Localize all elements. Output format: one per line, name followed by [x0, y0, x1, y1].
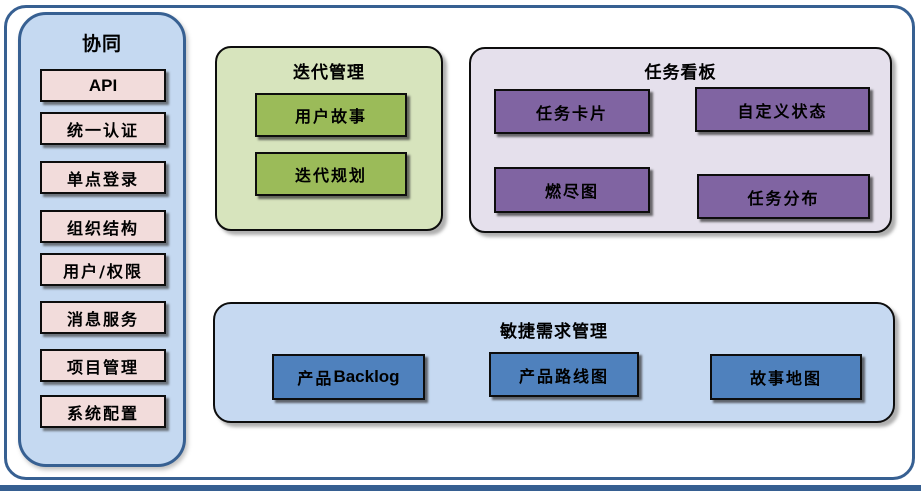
agile-requirements-title: 敏捷需求管理 [500, 322, 608, 341]
box-unified-auth-label: 统一认证 [66, 120, 139, 140]
box-task-card-label: 任务卡片 [535, 103, 608, 123]
box-custom-status-label: 自定义状态 [737, 101, 828, 121]
box-system-config-label: 系统配置 [66, 403, 139, 423]
box-org-structure: 组织结构 [40, 210, 166, 243]
box-custom-status: 自定义状态 [695, 87, 870, 132]
box-story-map-label: 故事地图 [749, 369, 822, 388]
box-project-management: 项目管理 [40, 349, 166, 382]
box-message-service: 消息服务 [40, 301, 166, 334]
box-task-card: 任务卡片 [494, 89, 650, 134]
box-single-sign-on: 单点登录 [40, 161, 166, 194]
slide-frame [4, 5, 915, 480]
box-burndown-chart-label: 燃尽图 [544, 182, 599, 201]
iteration-management-panel: 迭代管理 用户故事 迭代规划 [215, 46, 443, 231]
box-user-story-label: 用户故事 [294, 107, 367, 126]
box-burndown-chart: 燃尽图 [494, 167, 650, 213]
box-story-map: 故事地图 [710, 354, 862, 400]
iteration-management-title: 迭代管理 [293, 63, 365, 82]
box-product-backlog-label-latin: Backlog [333, 367, 400, 386]
box-single-sign-on-label: 单点登录 [66, 169, 139, 189]
collaboration-panel: 协同 API 统一认证 单点登录 组织结构 用户/权限 消息服务 项目管理 系统… [18, 12, 186, 467]
box-task-distribution: 任务分布 [697, 174, 870, 219]
box-org-structure-label: 组织结构 [66, 218, 139, 238]
box-product-backlog-label-cjk: 产品 [297, 369, 334, 388]
box-system-config: 系统配置 [40, 395, 166, 428]
box-product-roadmap: 产品路线图 [489, 352, 639, 397]
box-api-label: API [88, 75, 118, 95]
box-iteration-planning-label: 迭代规划 [294, 166, 367, 185]
box-task-distribution-label: 任务分布 [747, 188, 820, 208]
box-unified-auth: 统一认证 [40, 112, 166, 145]
box-message-service-label: 消息服务 [66, 309, 139, 329]
box-product-roadmap-label: 产品路线图 [518, 366, 609, 386]
task-board-title: 任务看板 [644, 63, 717, 82]
box-iteration-planning: 迭代规划 [255, 152, 407, 196]
box-api: API [40, 69, 166, 102]
bottom-accent-bar [0, 485, 921, 491]
box-user-permissions-label: 用户/权限 [63, 261, 143, 281]
box-user-story: 用户故事 [255, 93, 407, 137]
collaboration-panel-title: 协同 [81, 34, 122, 55]
task-board-panel: 任务看板 任务卡片 自定义状态 燃尽图 任务分布 [469, 47, 892, 233]
box-project-management-label: 项目管理 [66, 357, 139, 377]
box-user-permissions: 用户/权限 [40, 253, 166, 286]
